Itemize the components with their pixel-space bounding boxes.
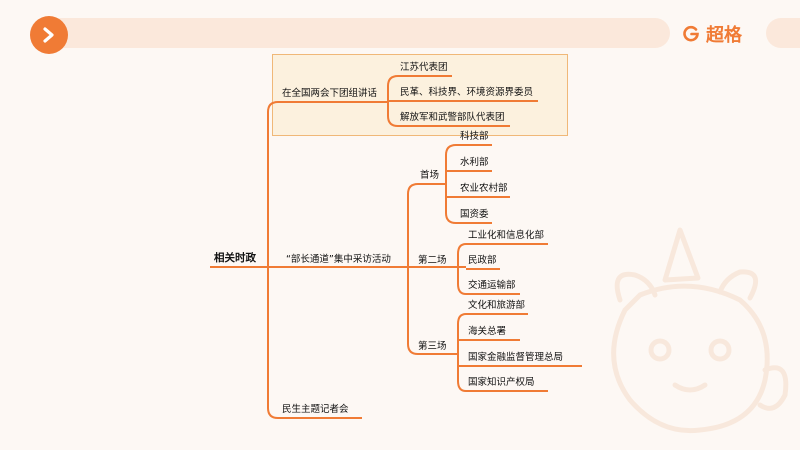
leaf-label: 海关总署 [468,326,507,337]
mascot-watermark [611,227,789,434]
group-label: 首场 [420,170,440,181]
leaf-label: 民政部 [468,255,497,266]
leaf-label: 国家金融监督管理总局 [468,352,564,363]
leaf-label: 科技部 [460,131,489,142]
highlight-box [272,54,568,136]
branch-label: “部长通道”集中采访活动 [286,254,391,265]
brand-name: 超格 [706,25,742,46]
logo-icon [683,25,699,42]
leaf-label: 国资委 [460,209,489,220]
leaf-label: 交通运输部 [468,280,516,291]
group-label: 第三场 [418,341,447,352]
chevron-right-icon [43,27,54,43]
group-label: 第二场 [418,255,447,266]
mindmap-root: 相关时政 [214,252,256,264]
branch-label: 民生主题记者会 [282,404,349,415]
header-bar [30,18,670,48]
brand-logo: 超格 [682,22,742,46]
leaf-label: 解放军和武警部队代表团 [400,112,505,123]
leaf-label: 水利部 [460,157,489,168]
leaf-label: 民革、科技界、环境资源界委员 [400,87,534,98]
leaf-label: 农业农村部 [460,183,508,194]
branch-label: 在全国两会下团组讲话 [282,88,378,99]
next-button[interactable] [30,16,68,54]
side-tab [766,18,800,48]
leaf-label: 工业化和信息化部 [468,230,545,241]
leaf-label: 江苏代表团 [400,62,448,73]
leaf-label: 文化和旅游部 [468,300,526,311]
leaf-label: 国家知识产权局 [468,377,535,388]
